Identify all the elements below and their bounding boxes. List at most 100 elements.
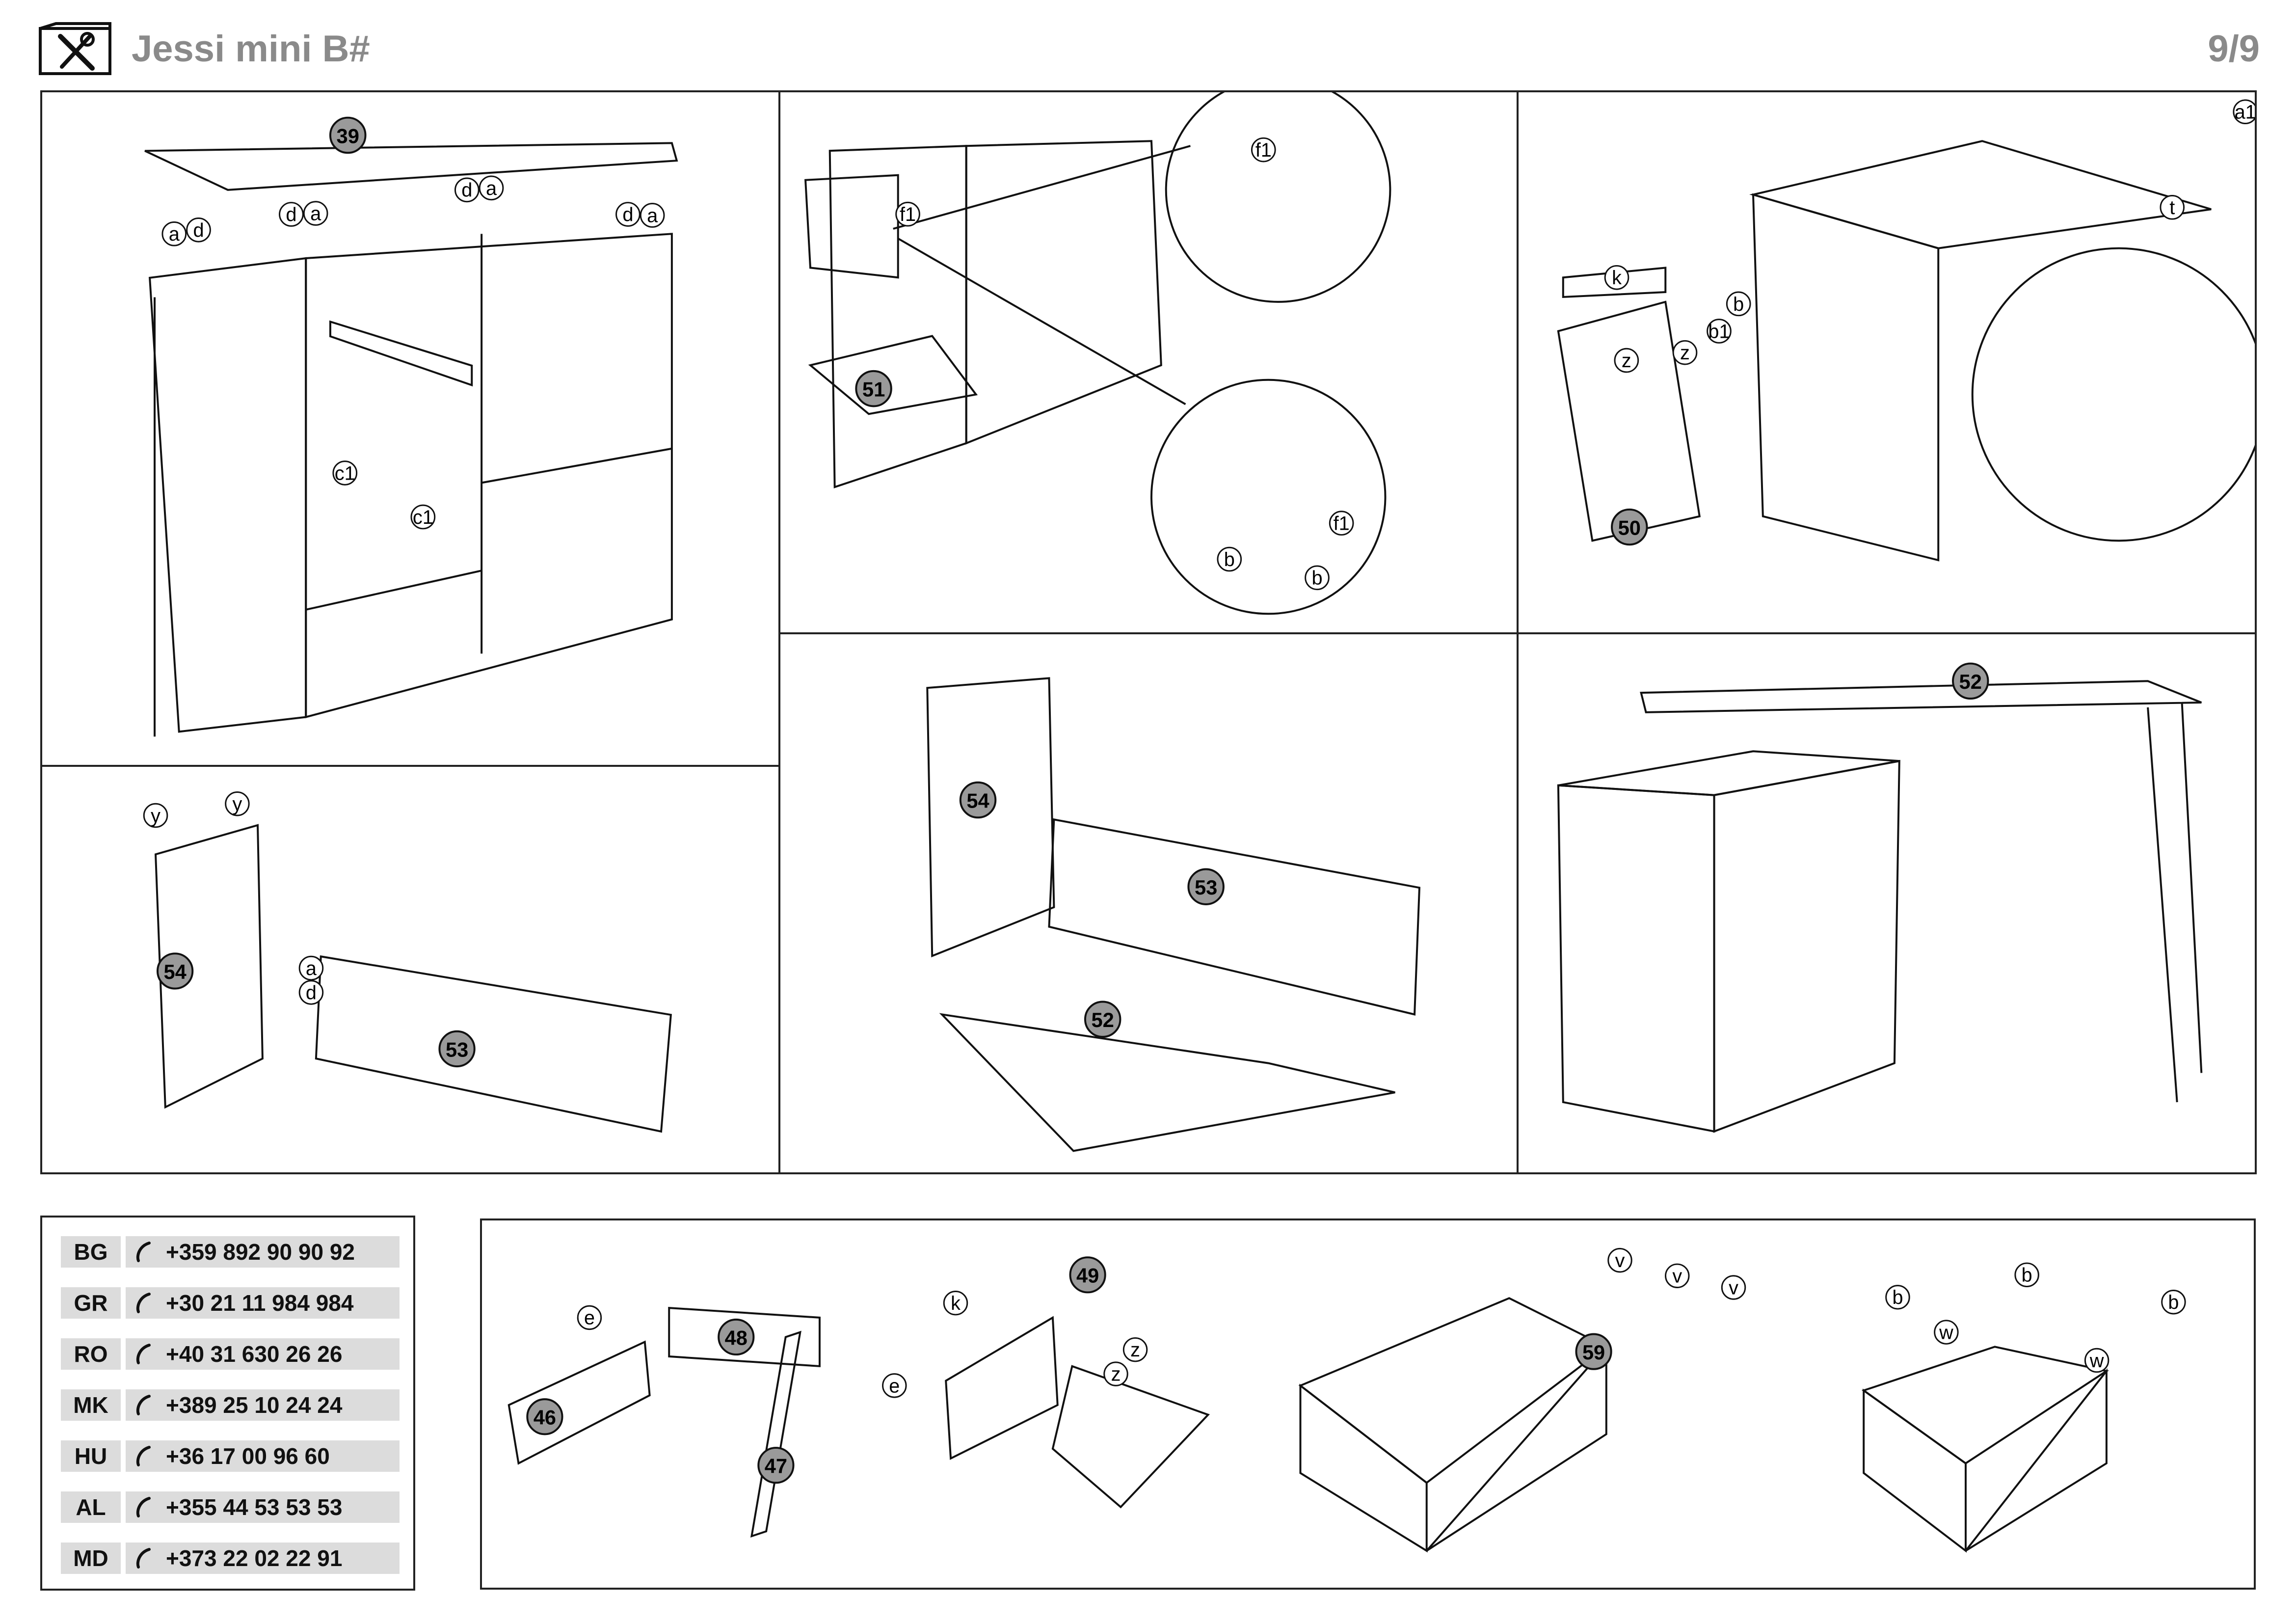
phone-icon [136,1395,151,1415]
svg-text:d: d [286,204,296,225]
desk-final-drawing: 52 [1557,662,2203,1133]
part-53-badge: 53 [438,1030,476,1068]
svg-text:53: 53 [446,1038,468,1061]
part-54-badge: 54 [157,952,194,990]
svg-text:a: a [306,958,317,979]
contacts-box: BG +359 892 90 90 92 GR +30 21 11 984 98… [40,1216,415,1591]
phone-number: +373 22 02 22 91 [166,1545,343,1571]
part-48-badge: 48 [718,1318,755,1356]
phone-field: +40 31 630 26 26 [126,1338,400,1370]
svg-text:b: b [1224,549,1235,570]
svg-text:k: k [1612,267,1622,289]
svg-text:a: a [647,205,658,226]
svg-text:52: 52 [1959,670,1982,693]
phone-icon [136,1293,151,1313]
svg-text:a: a [310,203,321,224]
svg-text:v: v [1729,1277,1738,1299]
svg-text:d: d [622,204,633,225]
part-39-badge: 39 [329,116,367,154]
svg-text:39: 39 [337,124,359,147]
svg-text:f1: f1 [1255,139,1272,161]
phone-number: +30 21 11 984 984 [166,1290,354,1316]
hardware-labels: a d d a d a d a c1 c1 [161,175,665,530]
svg-text:52: 52 [1091,1008,1114,1031]
phone-number: +36 17 00 96 60 [166,1443,330,1469]
svg-text:51: 51 [862,378,885,401]
part-53-badge: 53 [1187,868,1225,905]
part-50-badge: 50 [1611,508,1648,546]
hardware-labels: y y a d [143,791,324,1005]
phone-field: +359 892 90 90 92 [126,1236,400,1268]
svg-text:59: 59 [1582,1341,1605,1364]
country-code: HU [61,1440,121,1472]
svg-text:z: z [1111,1364,1121,1385]
hardware-labels: k z z b1 b a1 t [1604,99,2255,373]
svg-text:a1: a1 [2235,102,2255,123]
contact-row-gr: GR +30 21 11 984 984 [61,1287,400,1319]
svg-text:48: 48 [725,1326,748,1349]
svg-text:k: k [951,1293,961,1314]
contact-row-al: AL +355 44 53 53 53 [61,1491,400,1523]
svg-text:f1: f1 [1334,513,1350,535]
svg-text:c1: c1 [335,462,355,484]
phone-field: +389 25 10 24 24 [126,1389,400,1421]
svg-text:b: b [2168,1292,2179,1313]
svg-text:c1: c1 [413,507,433,528]
phone-number: +359 892 90 90 92 [166,1239,355,1265]
tools-icon [39,22,111,75]
part-54-badge: 54 [959,781,997,819]
phone-number: +40 31 630 26 26 [166,1341,343,1367]
country-code: MD [61,1543,121,1574]
svg-text:z: z [1622,350,1631,372]
svg-text:v: v [1615,1250,1625,1272]
svg-text:y: y [233,793,242,815]
svg-text:w: w [2089,1350,2104,1372]
svg-text:z: z [1130,1339,1140,1361]
svg-text:d: d [461,180,472,201]
step-side-back-panel: 54 53 y y a d [40,765,780,1174]
cabinet-top-drawing: 39 a d d a d a d a c1 c1 [144,116,678,737]
part-46-badge: 46 [526,1398,563,1435]
country-code: RO [61,1338,121,1370]
part-59-badge: 59 [1575,1333,1612,1370]
part-51-badge: 51 [855,370,892,407]
svg-text:a: a [486,178,497,199]
desk-base-drawing: 54 53 52 [926,677,1421,1152]
phone-field: +30 21 11 984 984 [126,1287,400,1319]
phone-field: +36 17 00 96 60 [126,1440,400,1472]
svg-text:z: z [1680,342,1690,364]
svg-text:d: d [193,219,204,241]
step-desk-final-panel: 52 [1517,632,2257,1174]
svg-text:v: v [1672,1266,1682,1287]
phone-icon [136,1446,151,1466]
part-52-badge: 52 [1952,662,1989,700]
step-desk-base-panel: 54 53 52 [778,632,1519,1174]
part-49-badge: 49 [1069,1256,1106,1294]
part-52-badge: 52 [1084,1001,1121,1038]
drawer-assembly-drawing: 46 48 47 49 59 e e k z z v v v b b [507,1247,2186,1553]
phone-icon [136,1548,151,1569]
door-hinge-drawing: 50 k z z b1 b a1 t [1557,99,2255,562]
contact-row-md: MD +373 22 02 22 91 [61,1543,400,1574]
step-door-hinge-panel: 50 k z z b1 b a1 t [1517,90,2257,634]
svg-text:b1: b1 [1708,321,1730,342]
step-drawer-assembly-panel: 46 48 47 49 59 e e k z z v v v b b [480,1218,2256,1590]
svg-text:w: w [1939,1322,1953,1343]
part-47-badge: 47 [757,1447,795,1484]
country-code: AL [61,1491,121,1523]
side-back-drawing: 54 53 y y a d [143,791,672,1133]
contact-row-mk: MK +389 25 10 24 24 [61,1389,400,1421]
phone-icon [136,1242,151,1262]
svg-text:b: b [1733,294,1744,315]
document-title: Jessi mini B# [132,28,370,70]
step-drawer-runner-panel: 51 f1 f1 f1 b b [778,90,1519,634]
phone-icon [136,1344,151,1364]
phone-number: +355 44 53 53 53 [166,1494,343,1520]
svg-text:f1: f1 [900,204,916,225]
hardware-labels: e e k z z v v v b b b w w [577,1247,2186,1398]
phone-icon [136,1497,151,1517]
svg-text:a: a [169,223,180,245]
phone-field: +355 44 53 53 53 [126,1491,400,1523]
svg-text:54: 54 [966,789,989,812]
phone-number: +389 25 10 24 24 [166,1392,343,1418]
